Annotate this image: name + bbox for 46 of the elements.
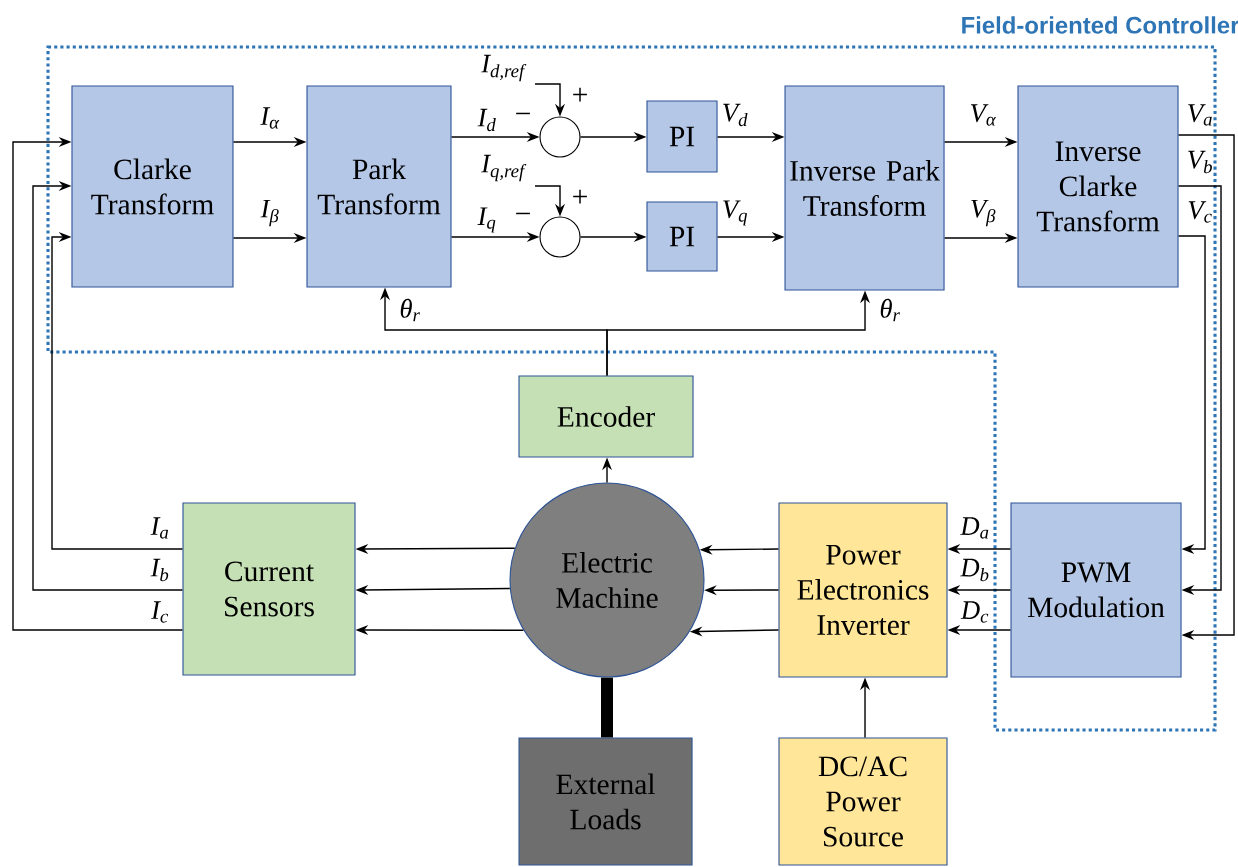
edge-label: I$_{q}$: [477, 207, 496, 233]
process-box: Park Transform: [306, 85, 452, 288]
edge-label: V$_{a}$: [1188, 104, 1212, 126]
process-box: PWM Modulation: [1010, 502, 1182, 678]
sign-label: +: [573, 189, 587, 204]
edge-label: I$_{α}$: [260, 107, 280, 129]
arrow: [1177, 235, 1206, 554]
edge-label: I$_{c}$: [150, 601, 169, 623]
edge-label: θ$_{r}$: [880, 298, 900, 322]
process-box: Clarke Transform: [71, 85, 234, 288]
edge-label: V$_{β}$: [971, 199, 996, 227]
arrow: [51, 232, 184, 550]
edge-label: I$_{a}$: [150, 517, 169, 539]
process-box: Inverse Park Transform: [784, 85, 945, 291]
edge-label: I$_{b}$: [150, 558, 169, 582]
edge-label: I$_{q,ref}$: [481, 154, 527, 182]
edge-label: V$_{b}$: [1188, 150, 1212, 174]
sign-label: +: [573, 87, 587, 102]
edge-label: V$_{c}$: [1188, 201, 1212, 223]
sign-label: −: [516, 112, 530, 115]
edge-label: θ$_{r}$: [400, 298, 420, 322]
process-box: Current Sensors: [182, 502, 356, 676]
sign-label: −: [516, 212, 530, 215]
edge-label: V$_{q}$: [723, 200, 748, 226]
edge-label: I$_{d,ref}$: [481, 54, 527, 82]
thick-shaft: [601, 677, 613, 738]
edge-label: I$_{β}$: [260, 199, 279, 227]
process-box: DC/AC Power Source: [778, 737, 948, 866]
edge-label: V$_{α}$: [971, 104, 997, 126]
process-box: Inverse Clarke Transform: [1017, 85, 1179, 288]
process-box: PI: [646, 201, 718, 272]
arrow: [1177, 185, 1222, 595]
arrow: [32, 181, 184, 591]
edge-label: V$_{d}$: [723, 103, 748, 127]
process-box: PI: [646, 100, 718, 173]
summing-junction: [539, 116, 581, 158]
edge-label: D$_{b}$: [960, 558, 989, 582]
arrow: [12, 137, 184, 631]
edge-label: D$_{c}$: [960, 601, 989, 623]
edge-label: I$_{d}$: [477, 108, 496, 132]
edge-label: D$_{a}$: [960, 517, 989, 539]
process-box: Power Electronics Inverter: [778, 502, 948, 678]
process-box: External Loads: [518, 737, 693, 866]
process-box: Encoder: [518, 375, 694, 458]
arrow: [1177, 134, 1235, 640]
summing-junction: [539, 216, 581, 258]
